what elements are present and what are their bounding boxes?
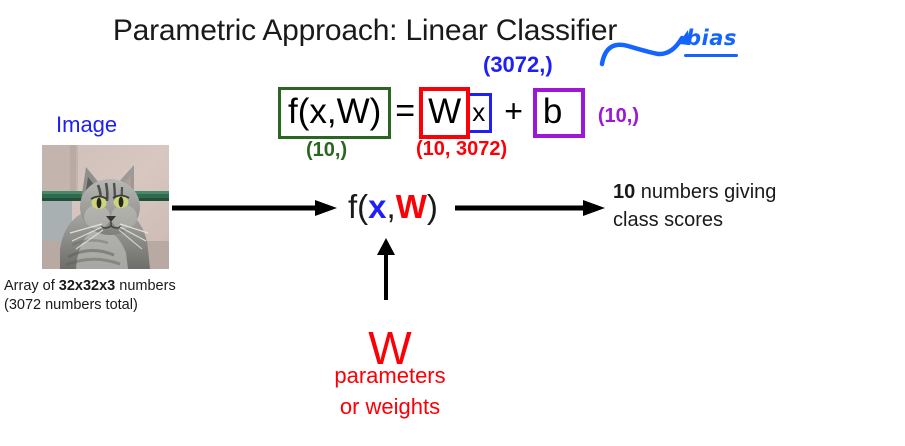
class-scores-line2: class scores [613, 209, 724, 231]
arrow-weights-to-function-icon [377, 238, 395, 300]
fn-open-paren: f( [348, 188, 369, 225]
array-caption-prefix: Array of [4, 278, 59, 294]
bias-underline [684, 54, 738, 57]
array-caption-line2: (3072 numbers total) [4, 297, 138, 313]
arrow-image-to-function-icon [172, 200, 337, 216]
formula-dim-b: (10,) [597, 104, 640, 127]
formula-dim-x: (3072,) [483, 52, 553, 77]
formula-equals: = [395, 91, 416, 130]
weights-symbol: W [368, 322, 412, 374]
formula-dim-fxw: (10,) [306, 139, 348, 161]
fn-variable-x: x [368, 188, 387, 225]
formula-dim-w: (10, 3072) [416, 138, 508, 160]
cat-photo [42, 145, 169, 269]
class-scores-rest: numbers giving [635, 181, 777, 203]
fn-comma: , [386, 188, 396, 225]
formula-plus: + [504, 92, 523, 129]
fn-close-paren: ) [426, 188, 438, 225]
linear-classifier-formula: f(x,W) = W x + b (10,) [278, 84, 639, 142]
class-scores-line1: 10 numbers giving [613, 178, 776, 206]
class-scores-text: 10 numbers giving class scores [613, 178, 776, 234]
formula-w-box: W [419, 87, 471, 139]
array-caption-line1: Array of 32x32x3 numbers [4, 277, 176, 296]
array-caption-suffix: numbers [115, 278, 176, 294]
array-caption: Array of 32x32x3 numbers (3072 numbers t… [4, 277, 176, 315]
image-label: Image [56, 112, 118, 137]
fn-variable-w: W [395, 188, 427, 225]
weights-description: parameters or weights [300, 360, 480, 422]
formula-fxw-box: f(x,W) [278, 87, 392, 139]
bias-curved-arrow-icon [599, 30, 690, 67]
bias-handwritten-label: bias [686, 26, 737, 50]
class-scores-count: 10 [613, 181, 636, 203]
page-title: Parametric Approach: Linear Classifier [112, 14, 618, 47]
arrow-function-to-scores-icon [455, 200, 605, 216]
formula-b-box: b [532, 88, 585, 138]
weights-line2: or weights [339, 394, 441, 419]
function-fxw: f(x,W) [348, 188, 438, 226]
array-caption-dims: 32x32x3 [58, 278, 116, 294]
weights-line1: parameters [334, 363, 446, 388]
